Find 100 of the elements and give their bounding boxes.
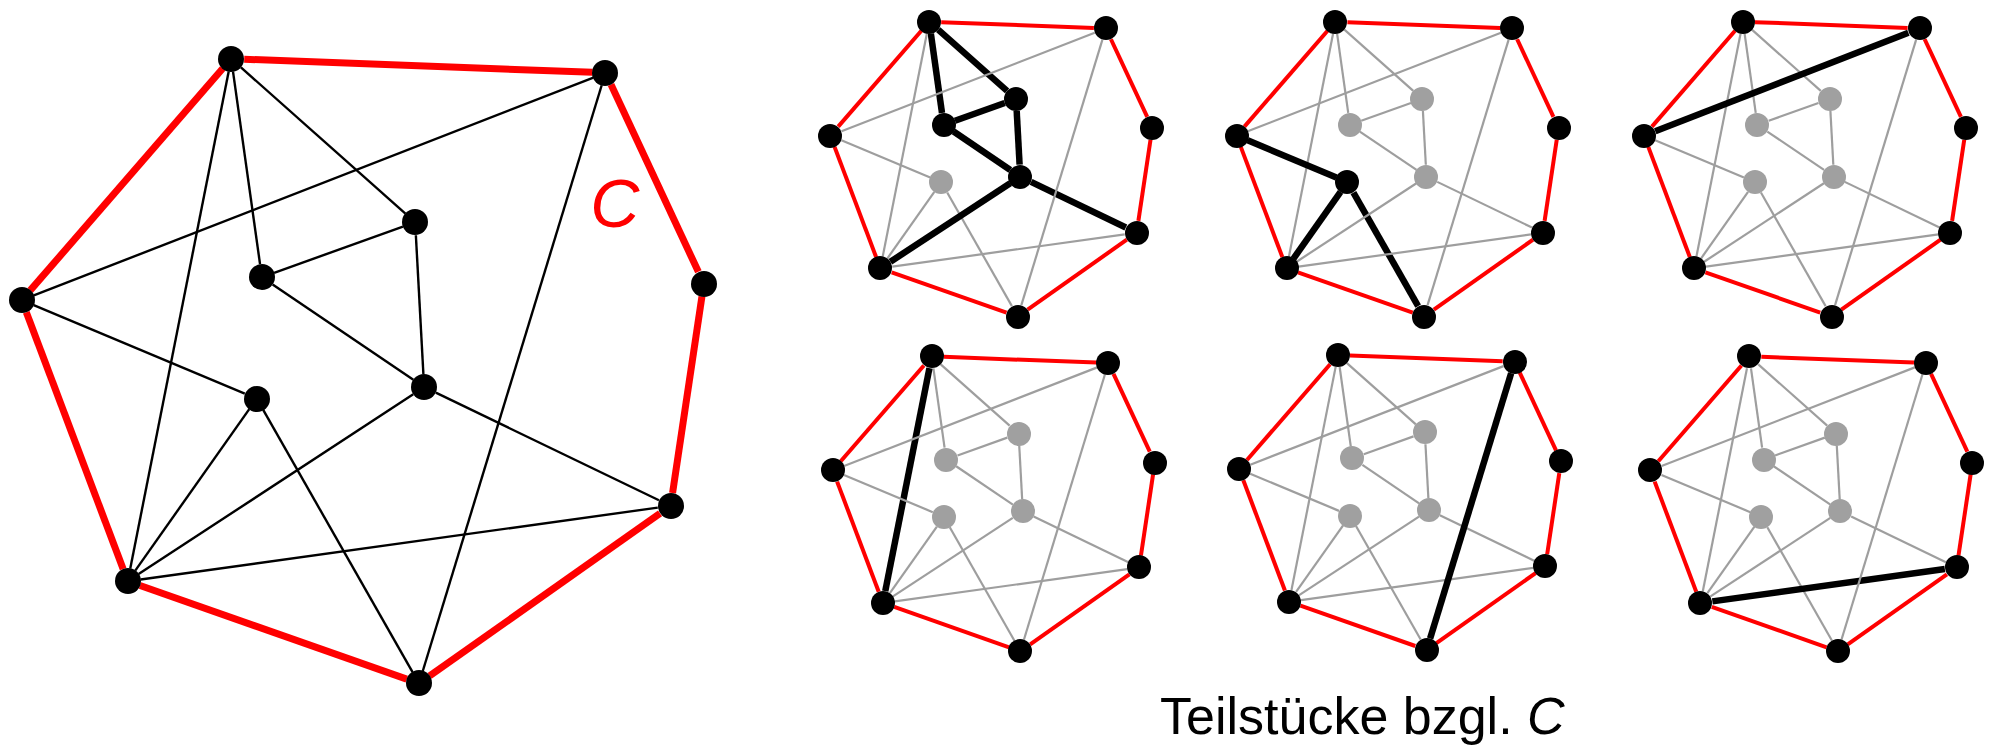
graph-edge [1349, 353, 1503, 364]
graph-edge [1751, 28, 1822, 92]
graph-vertex [1907, 16, 1932, 41]
graph-edge [262, 409, 414, 673]
graph-vertex [1412, 304, 1437, 329]
graph-edge [1111, 373, 1152, 453]
graph-edge [1846, 572, 1949, 646]
graph-edge [841, 31, 1096, 133]
graph-edge [1347, 20, 1501, 30]
graph-edge [1427, 372, 1515, 640]
graph-edge [1436, 180, 1533, 229]
graph-edge [140, 506, 658, 581]
graph-edge [835, 480, 881, 593]
graph-edge [1246, 137, 1338, 181]
graph-vertex [114, 568, 141, 595]
graph-vertex [1127, 555, 1152, 580]
graph-edge [1018, 445, 1024, 500]
graph-edge [33, 304, 246, 395]
graph-edge [421, 84, 603, 672]
graph-edge [1029, 178, 1128, 231]
graph-edge [936, 27, 1010, 94]
graph-vertex [1335, 170, 1360, 195]
graph-vertex [929, 170, 954, 195]
graph-vertex [1817, 86, 1842, 111]
graph-vertex [1340, 446, 1365, 471]
graph-vertex [1821, 164, 1846, 189]
graph-edge [894, 568, 1128, 603]
graph-edge [669, 295, 706, 494]
graph-edge [1363, 435, 1414, 456]
graph-vertex [1417, 498, 1441, 523]
graph-vertex [1913, 351, 1938, 376]
graph-vertex [1751, 447, 1776, 472]
graph-vertex [870, 591, 895, 615]
graph-edge [882, 367, 933, 592]
graph-edge [1136, 139, 1153, 222]
graph-vertex [402, 209, 429, 236]
graph-edge [1424, 444, 1430, 499]
graph-edge [1249, 472, 1340, 512]
graph-edge [1850, 515, 1947, 564]
graph-vertex [1093, 16, 1118, 41]
graph-vertex [931, 504, 956, 529]
graph-vertex [919, 344, 944, 369]
graph-vertex [657, 492, 684, 519]
graph-edge [1929, 373, 1970, 453]
graph-edge [1013, 110, 1023, 165]
graph-vertex [1004, 86, 1029, 111]
graph-vertex [868, 256, 893, 281]
graph-edge [1421, 110, 1427, 165]
graph-edge [1650, 29, 1737, 128]
graph-edge [1336, 33, 1350, 114]
graph-edge [888, 180, 1012, 265]
graph-edge [843, 366, 1098, 468]
graph-edge [240, 66, 407, 215]
graph-vertex [218, 45, 245, 72]
graph-vertex [1337, 112, 1362, 137]
graph-edge [886, 191, 936, 260]
graph-vertex [1338, 503, 1363, 528]
graph-edge [1768, 101, 1819, 122]
graph-edge [271, 283, 414, 381]
cycle-label: C [590, 168, 640, 237]
graph-edge [1346, 362, 1417, 426]
graph-vertex [1944, 555, 1969, 580]
graph-vertex [917, 9, 942, 34]
graph-edge [1355, 525, 1422, 641]
graph-edge [273, 225, 404, 274]
graph-edge [927, 33, 946, 114]
graph-edge [1835, 445, 1841, 500]
graph-vertex [1745, 112, 1770, 137]
graph-edge [1759, 192, 1827, 307]
graph-edge [138, 582, 408, 683]
graph-vertex [406, 670, 432, 697]
graph-edge [1245, 362, 1332, 462]
graph-vertex [1737, 344, 1762, 369]
graph-edge [932, 368, 946, 448]
graph-edge [1703, 182, 1825, 263]
graph-edge [231, 71, 262, 265]
graph-vertex [1549, 449, 1574, 474]
graph-edge [1950, 139, 1967, 222]
graph-edge [1029, 572, 1131, 646]
graph-edge [1749, 368, 1764, 448]
graph-edge [1542, 139, 1559, 222]
graph-vertex [1008, 639, 1033, 664]
graph-vertex [1638, 458, 1663, 483]
graph-vertex [1938, 220, 1963, 245]
graph-edge [943, 354, 1097, 365]
graph-edge [1705, 233, 1939, 268]
graph-vertex [1124, 220, 1149, 245]
graph-edge [946, 192, 1013, 307]
graph-vertex [1414, 164, 1439, 189]
graph-edge [1701, 367, 1749, 592]
graph-edge [1338, 366, 1352, 447]
graph-edge [1343, 28, 1414, 92]
graph-edge [1922, 38, 1963, 118]
graph-vertex [1500, 16, 1525, 41]
graph-vertex [1960, 450, 1985, 475]
graph-edge [1829, 110, 1835, 165]
graph-vertex [1828, 499, 1853, 524]
graph-edge [1774, 436, 1826, 457]
graph-vertex [1010, 499, 1035, 524]
graph-edge [1654, 29, 1910, 135]
